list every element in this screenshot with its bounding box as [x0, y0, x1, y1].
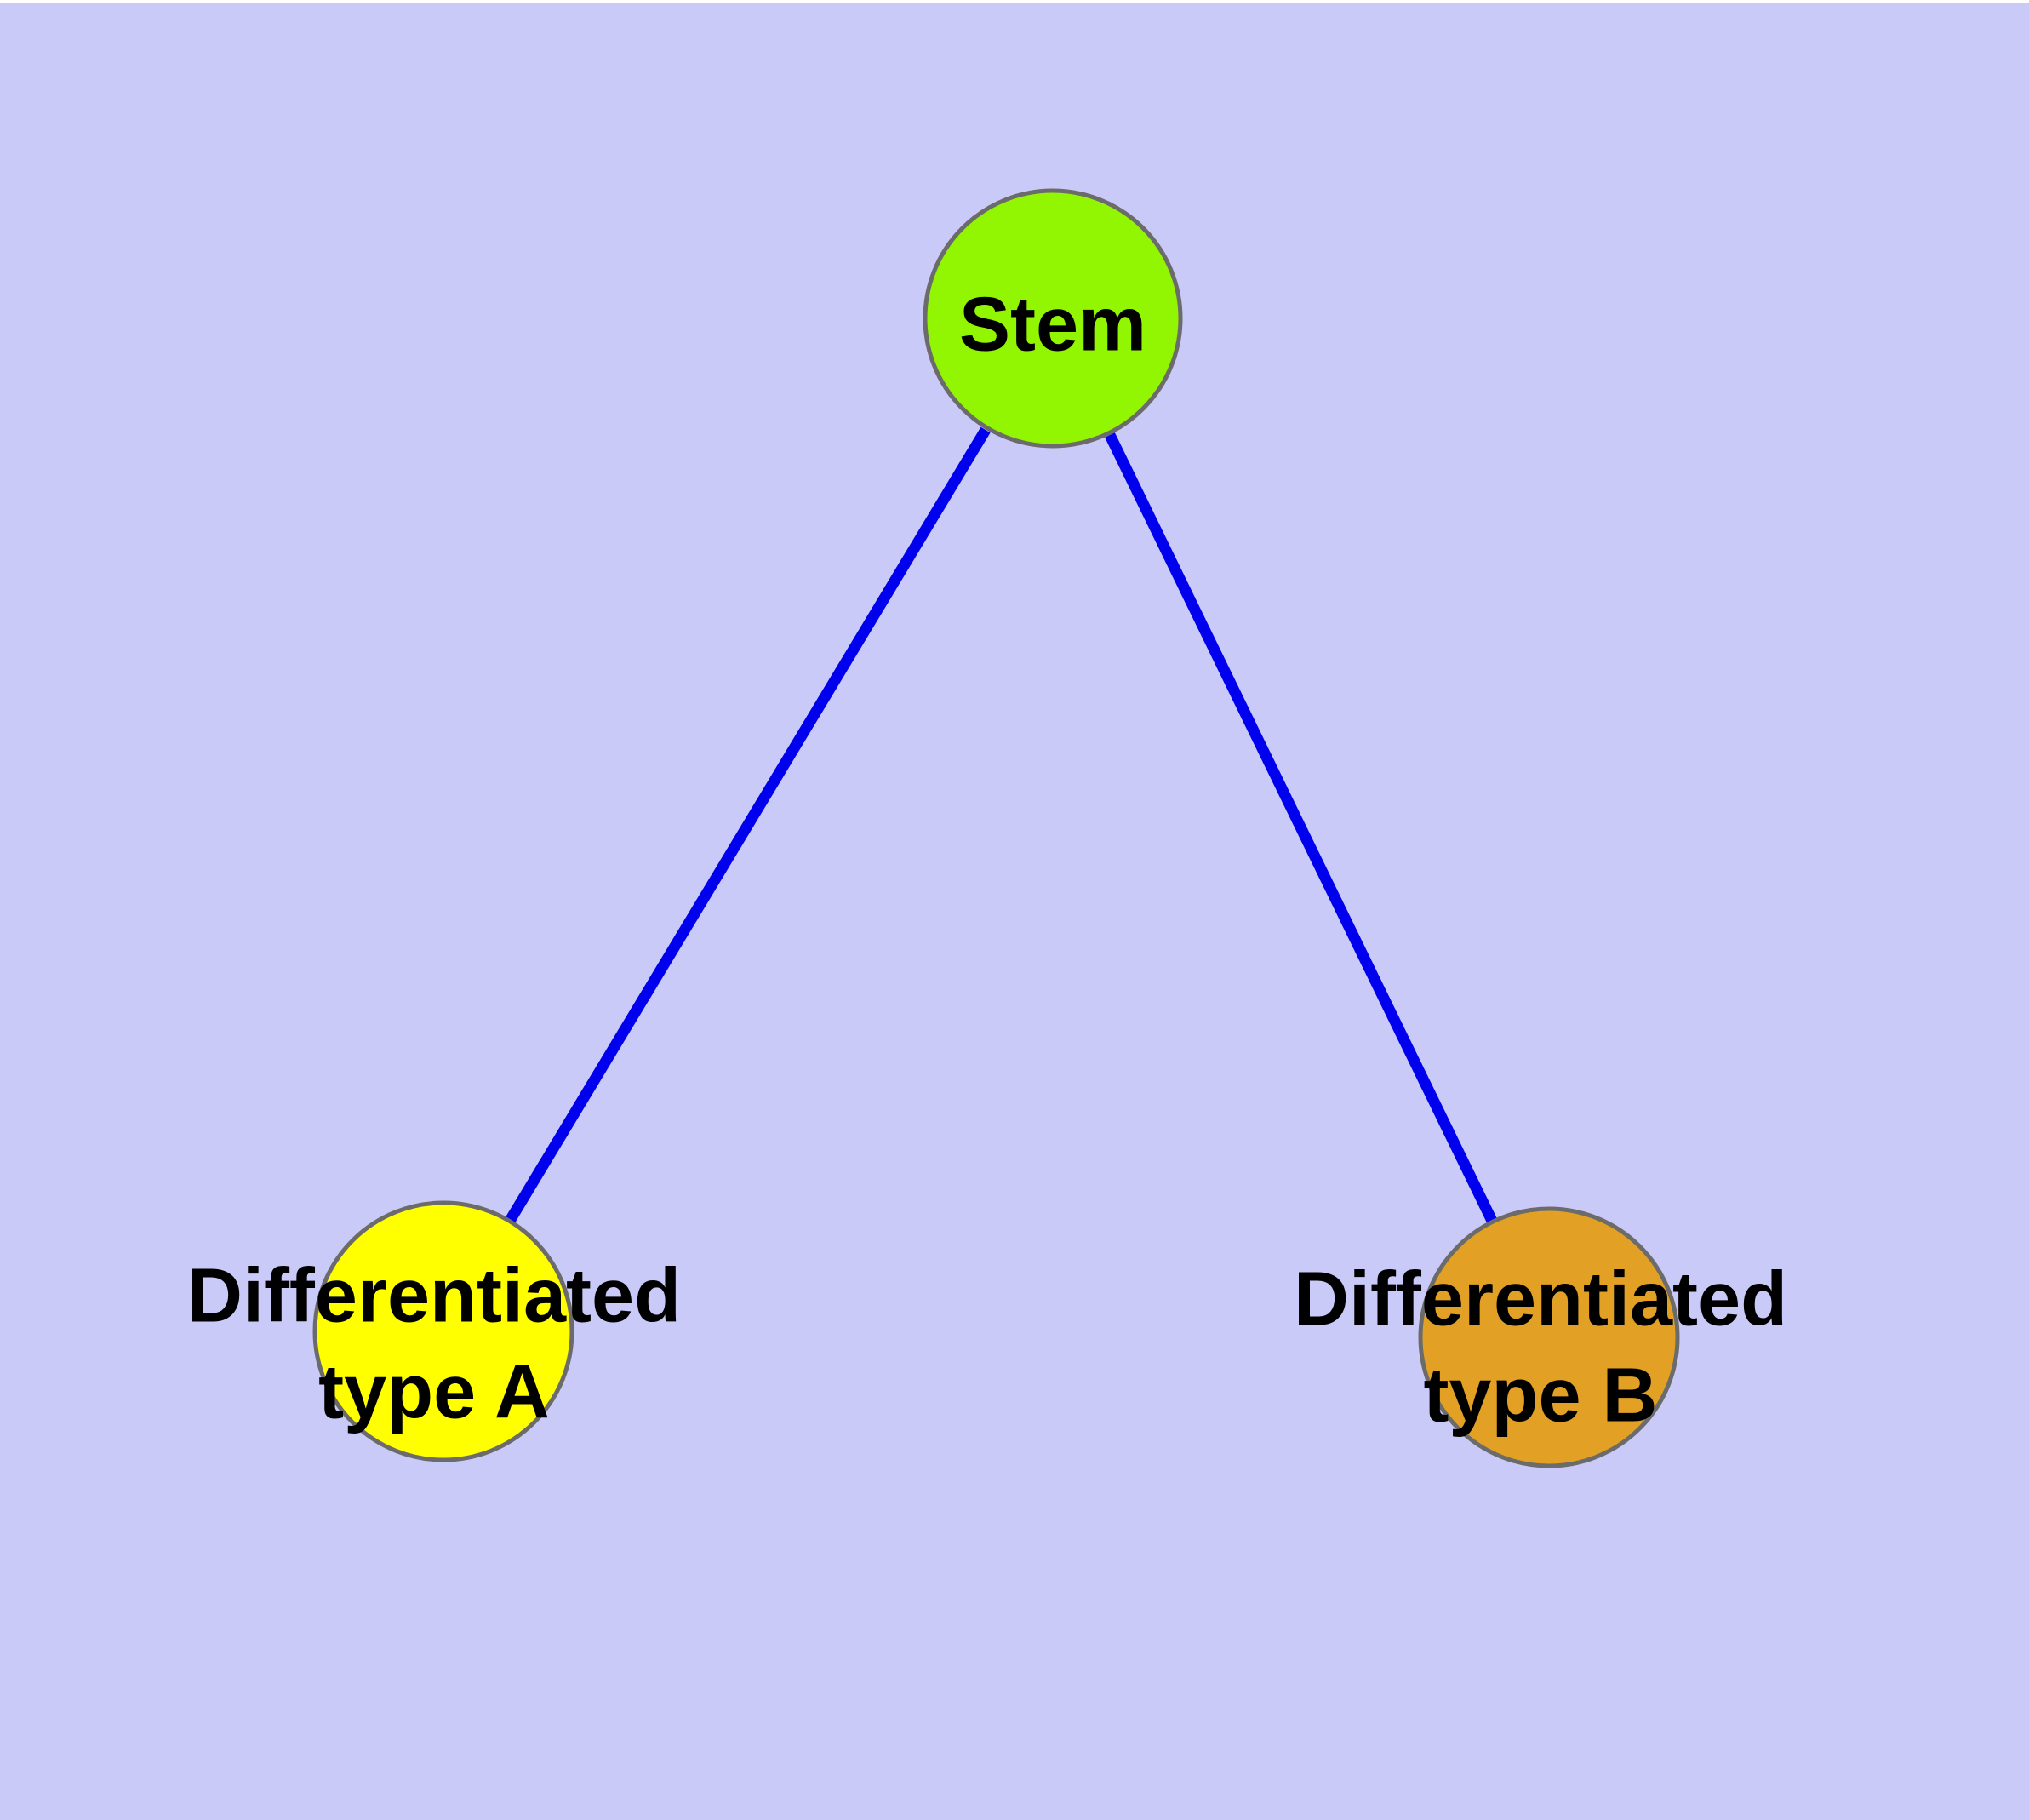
edge-stem-to-diff-a	[505, 426, 991, 1224]
node-diff-a-circle[interactable]	[312, 1200, 574, 1462]
node-diff-b[interactable]	[1418, 1206, 1680, 1468]
node-stem-circle[interactable]	[923, 188, 1183, 449]
node-diff-a[interactable]	[312, 1200, 574, 1462]
node-diff-b-circle[interactable]	[1418, 1206, 1680, 1468]
edge-stem-to-diff-b	[1105, 432, 1497, 1223]
top-margin-strip	[0, 0, 2029, 3]
node-stem[interactable]	[923, 188, 1183, 449]
